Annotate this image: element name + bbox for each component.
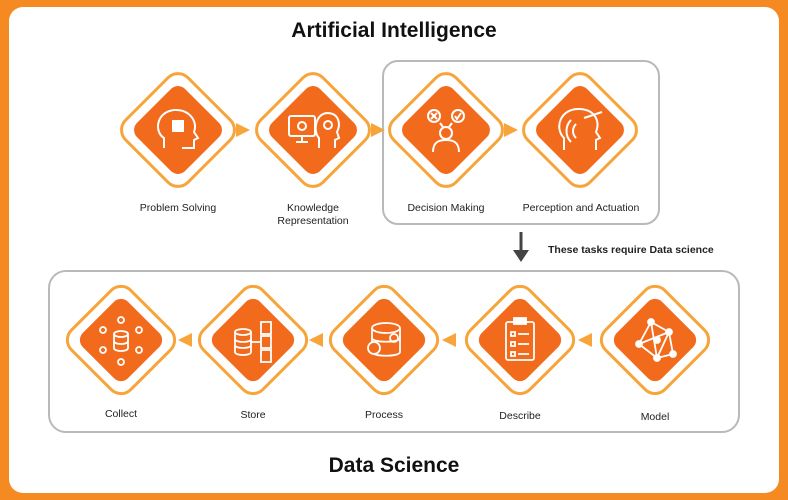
ds-section-title: Data Science xyxy=(328,454,460,477)
down-arrow-icon xyxy=(513,232,529,262)
database-network-icon xyxy=(99,316,143,366)
database-files-icon xyxy=(234,321,272,363)
person-choice-icon xyxy=(427,109,465,153)
ai-label-knowledge-representation: Knowledge Representation xyxy=(277,202,349,227)
head-perception-icon xyxy=(558,107,603,150)
ds-connector-2 xyxy=(309,333,323,347)
ai-label-problem-solving: Problem Solving xyxy=(139,202,217,214)
transition-label: These tasks require Data science xyxy=(548,244,714,256)
server-gear-icon xyxy=(367,322,401,357)
ai-connector-2 xyxy=(371,123,385,137)
ds-connector-1 xyxy=(178,333,192,347)
ai-node-perception-actuation xyxy=(522,72,638,188)
ai-node-decision-making xyxy=(388,72,504,188)
ds-node-describe xyxy=(464,284,576,396)
clipboard-list-icon xyxy=(505,317,535,361)
ds-label-model: Model xyxy=(640,411,670,423)
head-puzzle-icon xyxy=(157,108,200,149)
ds-connector-4 xyxy=(578,333,592,347)
ai-connector-1 xyxy=(236,123,250,137)
ai-highlight-box xyxy=(382,60,660,225)
ds-node-collect xyxy=(65,284,177,396)
network-graph-icon xyxy=(635,318,677,362)
ds-label-store: Store xyxy=(240,409,266,421)
ds-node-process xyxy=(328,284,440,396)
ai-label-decision-making: Decision Making xyxy=(407,202,485,214)
ai-section-title: Artificial Intelligence xyxy=(291,19,497,42)
ai-node-problem-solving xyxy=(120,72,236,188)
ds-node-model xyxy=(599,284,711,396)
ai-node-knowledge-representation xyxy=(255,72,371,188)
diagram-card xyxy=(9,7,779,493)
ai-connector-3 xyxy=(504,123,518,137)
ds-label-describe: Describe xyxy=(499,410,541,422)
ai-label-perception-actuation: Perception and Actuation xyxy=(522,202,640,214)
ds-label-process: Process xyxy=(365,409,403,421)
ds-connector-3 xyxy=(442,333,456,347)
ds-node-store xyxy=(197,284,309,396)
ds-label-collect: Collect xyxy=(104,408,138,420)
monitor-gears-icon xyxy=(288,111,341,148)
ds-process-box xyxy=(48,270,740,433)
